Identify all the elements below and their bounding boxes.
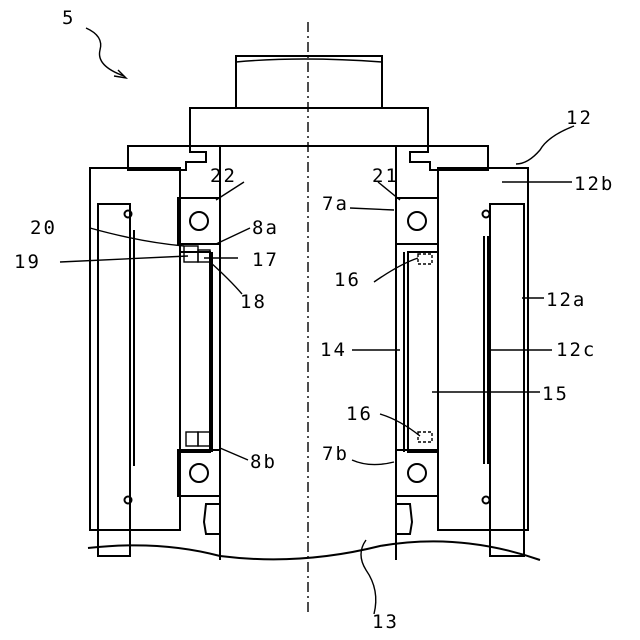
label-8b: 8b <box>250 451 277 473</box>
bearing-upper-left <box>178 198 220 244</box>
bearing-lower-left <box>178 450 220 534</box>
label-22: 22 <box>210 165 237 187</box>
label-18: 18 <box>240 291 267 313</box>
label-15: 15 <box>542 383 569 405</box>
housing-12a-left <box>90 168 180 556</box>
shaft <box>190 56 428 560</box>
label-20: 20 <box>30 217 57 239</box>
break-line <box>88 541 540 560</box>
label-7b: 7b <box>322 443 349 465</box>
label-17: 17 <box>252 249 279 271</box>
label-8a: 8a <box>252 217 279 239</box>
label-19: 19 <box>14 251 41 273</box>
bearing-upper-right <box>396 198 438 244</box>
spacer-right <box>404 252 438 452</box>
label-12a: 12a <box>546 289 586 311</box>
label-21: 21 <box>372 165 399 187</box>
label-12: 12 <box>566 107 593 129</box>
housing-12a-right <box>438 168 528 556</box>
label-14: 14 <box>320 339 347 361</box>
label-fig: 5 <box>62 7 75 29</box>
bearing-lower-right <box>396 450 438 534</box>
label-16b: 16 <box>346 403 373 425</box>
label-13: 13 <box>372 611 399 633</box>
leader-lines <box>60 28 574 614</box>
label-16a: 16 <box>334 269 361 291</box>
label-12c: 12c <box>556 339 596 361</box>
label-12b: 12b <box>574 173 614 195</box>
label-7a: 7a <box>322 193 349 215</box>
spacer-left <box>180 246 212 452</box>
